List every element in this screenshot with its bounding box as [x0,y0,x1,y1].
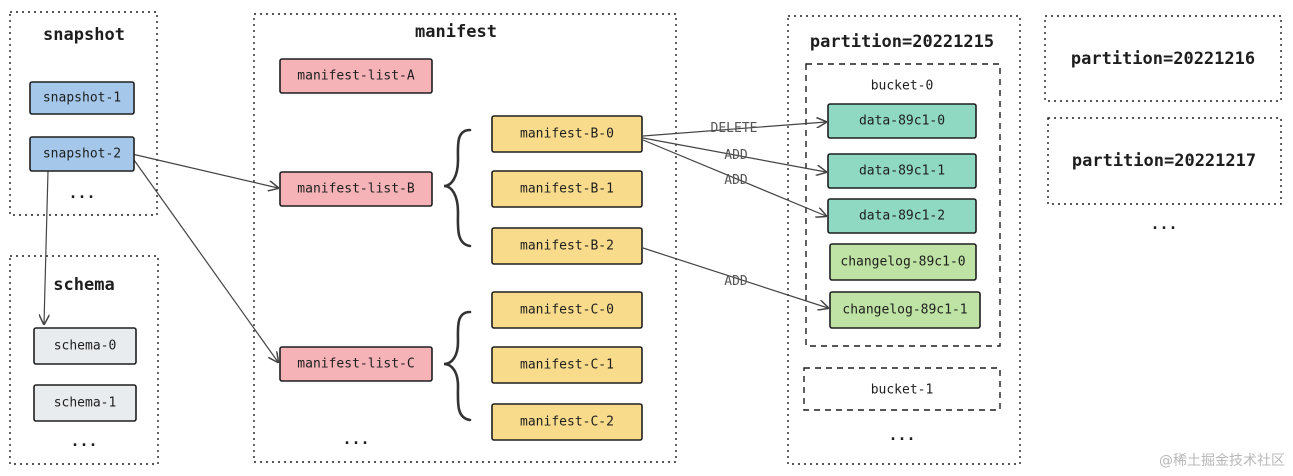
partition-20221216-panel [1044,15,1282,102]
changelog-89c1-1-label: changelog-89c1-1 [842,303,967,318]
manifest-list-c-label: manifest-list-C [297,357,414,372]
data-89c1-1-node[interactable]: data-89c1-1 [827,153,977,189]
bucket-1-title: bucket-1 [871,383,934,398]
partition-20221217-label: partition=20221217 [1072,151,1256,171]
schema-1-label: schema-1 [54,396,117,411]
manifest-list-c-node[interactable]: manifest-list-C [279,346,433,382]
data-89c1-0-label: data-89c1-0 [859,114,945,129]
manifest-list-b-node[interactable]: manifest-list-B [279,171,433,207]
manifest-b-1-node[interactable]: manifest-B-1 [491,170,643,208]
partition-main-more: ... [888,426,915,444]
snapshot-title: snapshot [43,25,125,45]
data-89c1-2-label: data-89c1-2 [859,209,945,224]
manifest-title: manifest [415,22,497,42]
manifest-c-0-label: manifest-C-0 [520,303,614,318]
snapshot-1-label: snapshot-1 [43,91,121,106]
edge-b2-changelog1 [642,247,828,308]
partition-20221217-panel [1047,117,1282,205]
snapshot-1-node[interactable]: snapshot-1 [29,81,135,115]
manifest-list-a-label: manifest-list-A [297,69,415,84]
manifest-c-1-node[interactable]: manifest-C-1 [491,346,643,384]
data-89c1-1-label: data-89c1-1 [859,164,945,179]
schema-more: ... [70,432,97,450]
data-89c1-2-node[interactable]: data-89c1-2 [827,198,977,234]
manifest-c-2-node[interactable]: manifest-C-2 [491,403,643,441]
edge-b0-data0 [642,122,826,137]
partition-main-title: partition=20221215 [810,32,994,52]
bucket-0-title: bucket-0 [871,79,934,94]
edge-label-delete: DELETE [711,121,758,136]
edge-snapshot2-list-c [133,159,278,362]
manifest-list-a-node[interactable]: manifest-list-A [279,58,433,94]
bucket-0-panel [805,63,1001,347]
manifest-b-0-node[interactable]: manifest-B-0 [491,115,643,153]
manifest-panel [253,13,677,463]
edge-snapshot2-list-b [131,153,278,188]
manifest-b-1-label: manifest-B-1 [520,182,614,197]
edge-snapshot2-schema [44,170,48,324]
changelog-89c1-1-node[interactable]: changelog-89c1-1 [829,291,981,329]
schema-0-label: schema-0 [54,339,117,354]
schema-title: schema [53,275,114,295]
edge-label-add-2: ADD [724,173,748,188]
edge-b0-data1 [642,137,826,172]
snapshot-2-node[interactable]: snapshot-2 [29,136,135,172]
watermark: @稀土掘金技术社区 [1159,453,1285,469]
edge-label-add-1: ADD [724,148,748,163]
manifest-b-2-node[interactable]: manifest-B-2 [491,227,643,265]
partition-main-panel [787,15,1021,465]
changelog-89c1-0-label: changelog-89c1-0 [840,255,965,270]
manifest-more: ... [342,430,369,448]
edge-b0-data2 [642,139,826,216]
brace-manifest-b [443,128,472,248]
manifest-c-0-node[interactable]: manifest-C-0 [491,291,643,329]
bucket-1-panel [803,367,1001,411]
manifest-b-0-label: manifest-B-0 [520,127,614,142]
changelog-89c1-0-node[interactable]: changelog-89c1-0 [829,243,977,281]
snapshot-more: ... [68,184,95,202]
schema-0-node[interactable]: schema-0 [33,327,137,365]
manifest-c-2-label: manifest-C-2 [520,415,614,430]
snapshot-panel [9,11,158,216]
schema-1-node[interactable]: schema-1 [33,384,137,422]
snapshot-2-label: snapshot-2 [43,147,121,162]
partitions-other-more: ... [1150,215,1177,233]
manifest-c-1-label: manifest-C-1 [520,358,614,373]
manifest-list-b-label: manifest-list-B [297,182,415,197]
partition-20221216-label: partition=20221216 [1071,49,1255,69]
manifest-b-2-label: manifest-B-2 [520,239,614,254]
brace-manifest-c [443,310,472,422]
edge-label-add-3: ADD [724,274,748,289]
schema-panel [9,255,159,465]
data-89c1-0-node[interactable]: data-89c1-0 [827,103,977,139]
